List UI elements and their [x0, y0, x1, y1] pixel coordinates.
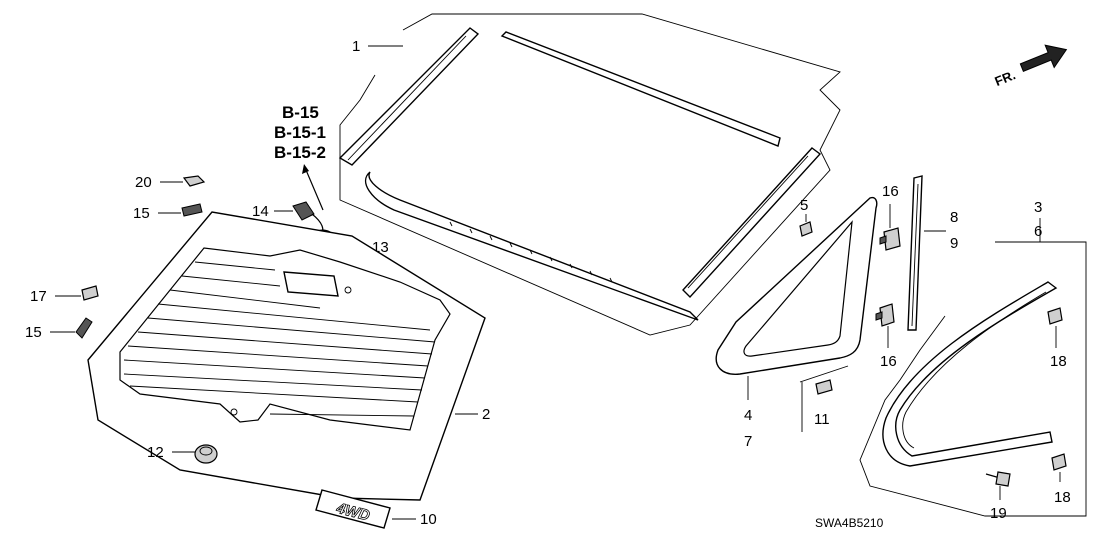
callout-17: 17 — [30, 288, 47, 305]
callout-7: 7 — [744, 433, 752, 450]
direction-label: FR. — [993, 67, 1018, 89]
callout-3: 3 — [1034, 199, 1042, 216]
callout-16b: 16 — [880, 353, 897, 370]
reference-b15-1: B-15-1 — [274, 123, 326, 142]
grommet-part: 12 — [147, 444, 218, 464]
callout-12: 12 — [147, 444, 164, 461]
arrow-right-icon — [1019, 44, 1068, 72]
callout-18b: 18 — [1054, 489, 1071, 506]
callout-1: 1 — [352, 38, 360, 55]
callout-9: 9 — [950, 235, 958, 252]
callout-18a: 18 — [1050, 353, 1067, 370]
callout-5: 5 — [800, 197, 808, 214]
callout-14: 14 — [252, 203, 269, 220]
small-parts-left: 20 15 17 15 — [25, 174, 206, 341]
rear-window-group: 2 — [87, 211, 490, 501]
callout-2: 2 — [482, 406, 490, 423]
callout-10: 10 — [420, 511, 437, 528]
callout-19: 19 — [990, 505, 1007, 522]
reference-labels: B-15 B-15-1 B-15-2 — [274, 103, 326, 211]
callout-16a: 16 — [882, 183, 899, 200]
callout-6: 6 — [1034, 223, 1042, 240]
callout-8: 8 — [950, 209, 958, 226]
reference-arrow-icon — [302, 164, 309, 174]
quarter-glass-group: 4 7 5 16 16 8 9 11 — [715, 175, 958, 450]
windshield-group: 1 — [338, 13, 841, 336]
callout-11: 11 — [814, 411, 830, 428]
quarter-molding-group: 3 6 18 18 19 — [859, 199, 1087, 522]
reference-b15: B-15 — [282, 103, 319, 122]
callout-20: 20 — [135, 174, 152, 191]
callout-15b: 15 — [25, 324, 42, 341]
callout-4: 4 — [744, 407, 752, 424]
front-direction-indicator: FR. — [993, 44, 1068, 89]
diagram-code: SWA4B5210 — [815, 516, 884, 530]
callout-15a: 15 — [133, 205, 150, 222]
reference-b15-2: B-15-2 — [274, 143, 326, 162]
